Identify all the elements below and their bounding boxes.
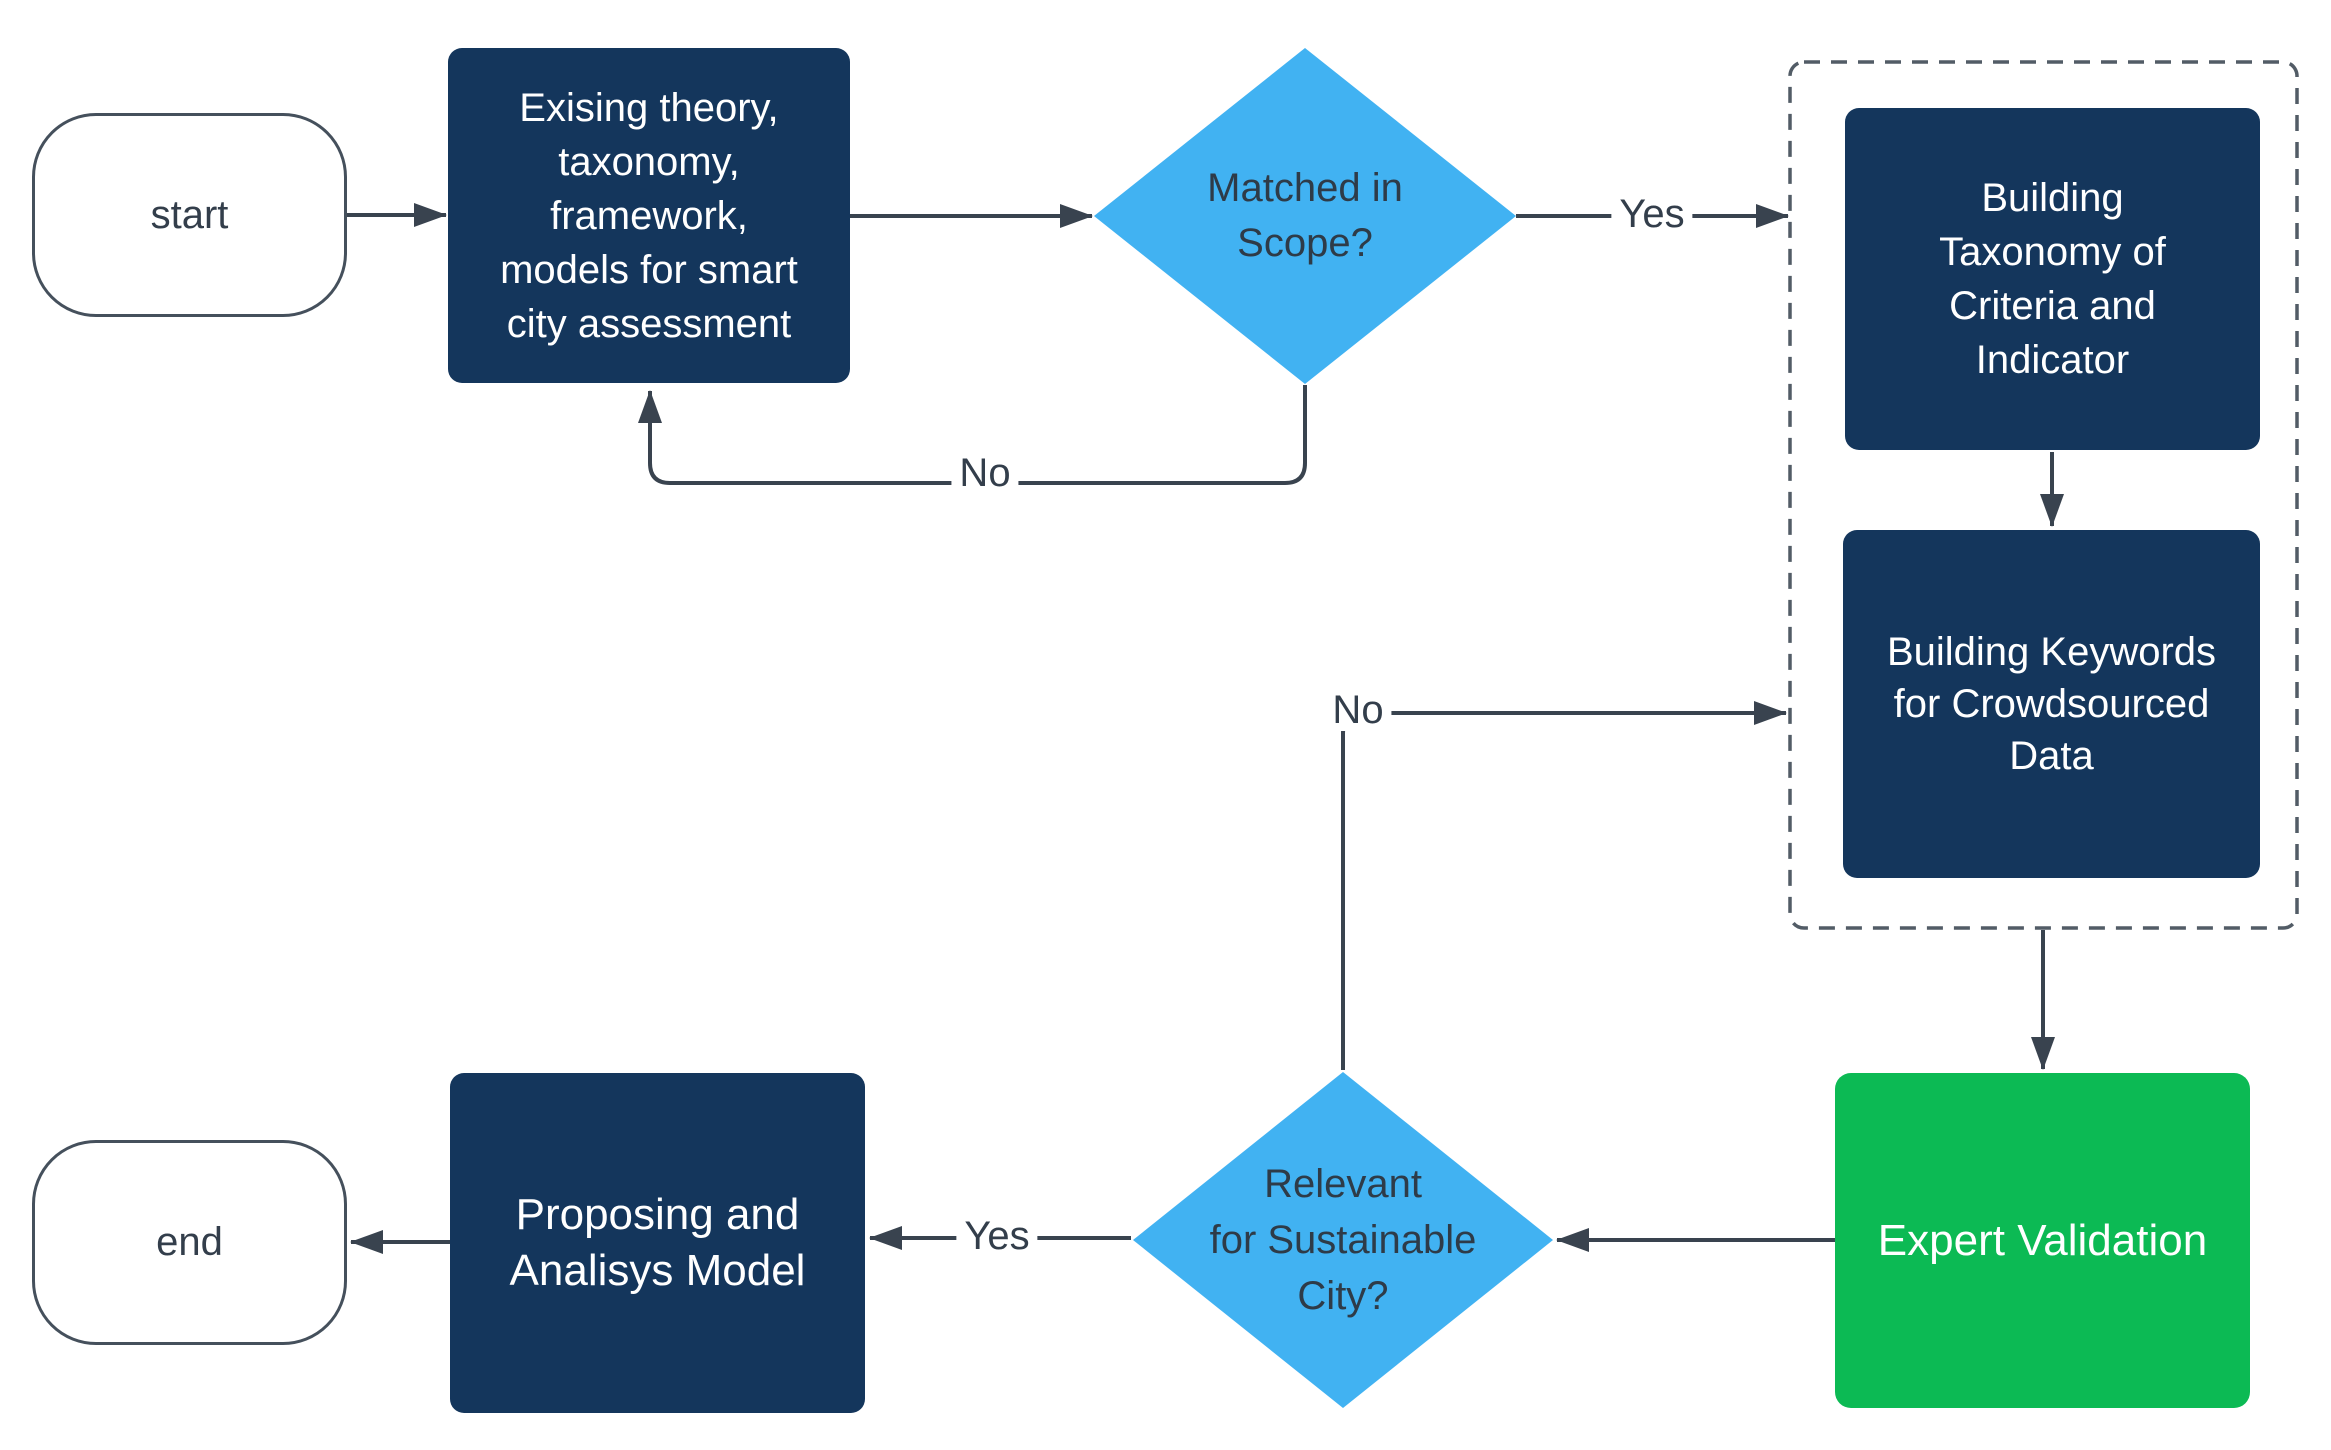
edge-label-no-top: No xyxy=(951,452,1019,494)
edge-relevant-no-to-keywords xyxy=(1341,701,1787,1070)
node-matched-in-scope-label: Matched in Scope? xyxy=(1207,166,1403,265)
node-end-label: end xyxy=(156,1220,223,1264)
node-existing-theory: Exising theory, taxonomy, framework, mod… xyxy=(448,48,850,383)
node-end-terminator: end xyxy=(32,1140,347,1345)
node-building-taxonomy: Building Taxonomy of Criteria and Indica… xyxy=(1845,108,2260,450)
node-proposing-analisys-model: Proposing and Analisys Model xyxy=(450,1073,865,1413)
edge-label-yes-top: Yes xyxy=(1611,193,1693,235)
node-start-label: start xyxy=(150,192,229,237)
edge-label-no-middle: No xyxy=(1324,689,1392,731)
node-relevant-sustainable-decision: Relevant for Sustainable City? xyxy=(1133,1072,1553,1408)
node-matched-in-scope-decision: Matched in Scope? xyxy=(1094,48,1516,384)
node-expert-validation: Expert Validation xyxy=(1835,1073,2250,1408)
edge-label-yes-bottom: Yes xyxy=(956,1215,1038,1257)
node-proposing-analisys-model-label: Proposing and Analisys Model xyxy=(509,1190,806,1295)
node-building-keywords: Building Keywords for Crowdsourced Data xyxy=(1843,530,2260,878)
node-relevant-sustainable-label: Relevant for Sustainable City? xyxy=(1209,1162,1477,1318)
node-building-taxonomy-label: Building Taxonomy of Criteria and Indica… xyxy=(1939,176,2166,382)
node-building-keywords-label: Building Keywords for Crowdsourced Data xyxy=(1886,630,2217,778)
node-existing-theory-label: Exising theory, taxonomy, framework, mod… xyxy=(500,85,798,346)
node-expert-validation-label: Expert Validation xyxy=(1877,1215,2208,1265)
node-start-terminator: start xyxy=(32,113,347,317)
